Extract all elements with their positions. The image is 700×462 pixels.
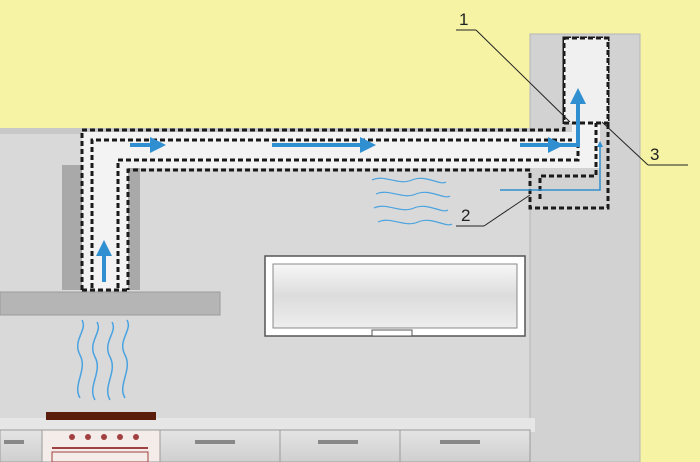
- callout-2-label: 2: [461, 206, 470, 225]
- callout-2-leader: [483, 194, 531, 227]
- callout-3-leader: [601, 121, 649, 166]
- wavy-heat-lines-icon: [371, 177, 453, 226]
- shaft-channel: [562, 36, 610, 125]
- countertop: [0, 418, 535, 432]
- stove-icon: [46, 412, 156, 420]
- lower-cabinets: [0, 429, 531, 462]
- range-hood-icon: [0, 291, 221, 316]
- callout-1-leader: [475, 29, 571, 123]
- window-handle: [371, 329, 413, 337]
- ventilation-shaft: [529, 33, 641, 462]
- callout-leaders: [456, 29, 688, 227]
- arrow-icon: [558, 88, 586, 147]
- wavy-heat-lines-icon: [77, 319, 130, 401]
- callout-1-label: 1: [459, 10, 468, 29]
- return-flow: [500, 141, 603, 191]
- callout-3-label: 3: [650, 145, 659, 164]
- window-glass: [272, 263, 518, 329]
- airflow-arrows: [96, 88, 586, 282]
